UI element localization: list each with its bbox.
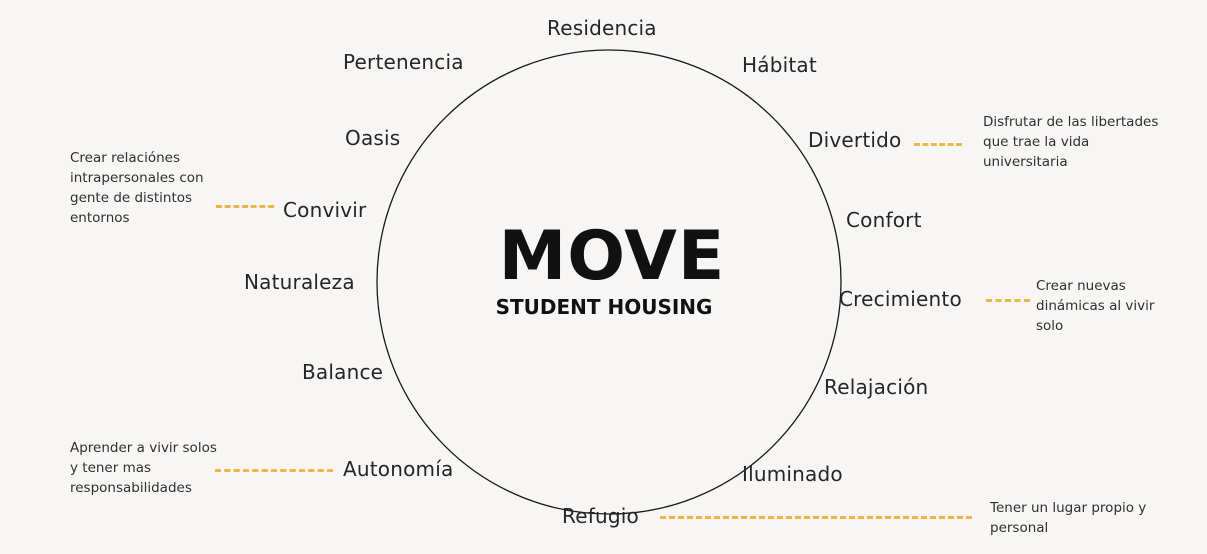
word-habitat: Hábitat: [742, 53, 817, 77]
note-divertido: Disfrutar de las libertades que trae la …: [983, 114, 1159, 170]
word-refugio: Refugio: [562, 504, 639, 528]
word-residencia: Residencia: [547, 16, 657, 40]
diagram-title: MOVE: [498, 217, 726, 296]
word-crecimiento: Crecimiento: [839, 287, 962, 311]
note-crecimiento: Crear nuevas dinámicas al vivir solo: [1036, 278, 1155, 334]
word-pertenencia: Pertenencia: [343, 50, 464, 74]
word-balance: Balance: [302, 360, 384, 384]
note-refugio: Tener un lugar propio y personal: [990, 500, 1147, 536]
connector-autonomia: [215, 469, 333, 472]
connector-divertido: [914, 143, 962, 146]
connector-convivir: [216, 205, 274, 208]
word-oasis: Oasis: [345, 126, 401, 150]
connector-crecimiento: [986, 299, 1030, 302]
word-relajacion: Relajación: [824, 375, 929, 399]
note-autonomia: Aprender a vivir solos y tener mas respo…: [70, 440, 217, 496]
word-autonomia: Autonomía: [343, 457, 454, 481]
connector-refugio: [660, 516, 972, 519]
word-divertido: Divertido: [808, 128, 902, 152]
diagram-subtitle: STUDENT HOUSING: [495, 295, 713, 319]
note-convivir: Crear relaciónes intrapersonales con gen…: [70, 150, 204, 226]
word-convivir: Convivir: [283, 198, 367, 222]
word-confort: Confort: [846, 208, 922, 232]
word-iluminado: Iluminado: [742, 462, 843, 486]
word-naturaleza: Naturaleza: [244, 270, 355, 294]
